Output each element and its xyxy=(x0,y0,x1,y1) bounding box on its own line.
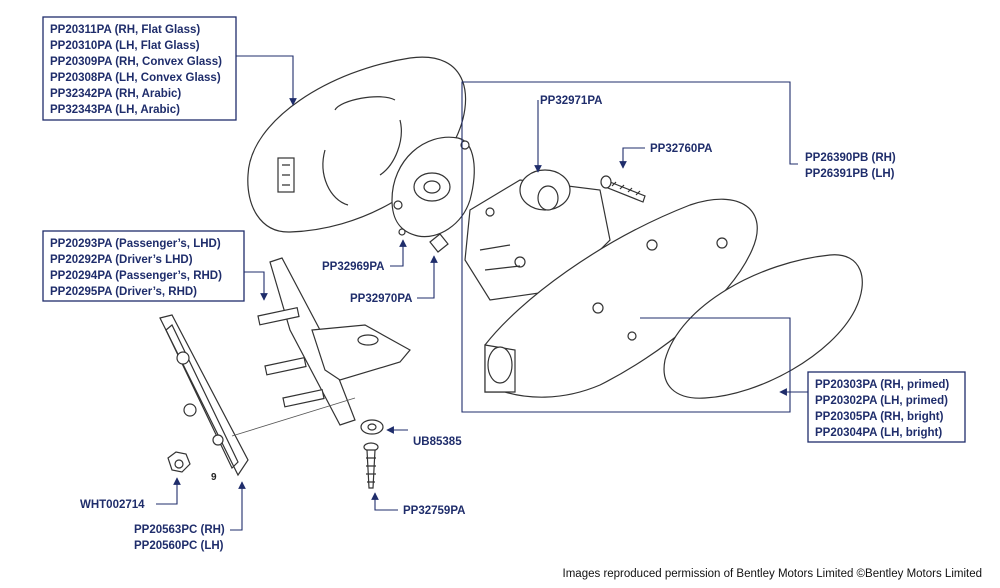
box-line: PP20302PA (LH, primed) xyxy=(815,395,948,407)
box-line: PP20295PA (Driver’s, RHD) xyxy=(50,286,197,298)
leader-base xyxy=(243,271,268,301)
screw-top-drawing xyxy=(600,175,646,203)
box-line: PP20311PA (RH, Flat Glass) xyxy=(50,24,200,36)
callout-plate: PP32969PA xyxy=(322,261,384,273)
callout-nut: WHT002714 xyxy=(80,499,145,511)
box-line: PP20292PA (Driver’s LHD) xyxy=(50,254,193,266)
leader-lines xyxy=(156,55,808,531)
quantity-number: 9 xyxy=(211,472,217,483)
washer-drawing xyxy=(360,419,384,435)
cover-drawing xyxy=(663,254,863,399)
box-line: PP20305PA (RH, bright) xyxy=(815,411,944,423)
leader-mirror-glass xyxy=(236,55,297,106)
callout-washer: UB85385 xyxy=(413,436,462,448)
housing-drawing xyxy=(484,198,758,398)
callout-housing-rh: PP26390PB (RH) xyxy=(805,152,896,164)
callout-screw-top: PP32760PA xyxy=(650,143,712,155)
callout-motor: PP32971PA xyxy=(540,95,602,107)
leader-screw-bottom xyxy=(371,492,398,511)
box-line: PP20308PA (LH, Convex Glass) xyxy=(50,72,221,84)
box-line: PP20304PA (LH, bright) xyxy=(815,427,942,439)
callout-housing-lh: PP26391PB (LH) xyxy=(805,168,895,180)
mirror-glass-label-box: PP20311PA (RH, Flat Glass) PP20310PA (LH… xyxy=(42,16,237,121)
callout-clip: PP32970PA xyxy=(350,293,412,305)
leader-nut xyxy=(156,477,181,505)
leader-gasket xyxy=(230,481,246,531)
box-line: PP32343PA (LH, Arabic) xyxy=(50,104,180,116)
box-line: PP20309PA (RH, Convex Glass) xyxy=(50,56,222,68)
callout-gasket-rh: PP20563PC (RH) xyxy=(134,524,225,536)
box-line: PP32342PA (RH, Arabic) xyxy=(50,88,181,100)
leader-screw-top xyxy=(619,147,645,169)
copyright-credit: Images reproduced permission of Bentley … xyxy=(562,568,982,580)
callout-gasket-lh: PP20560PC (LH) xyxy=(134,540,224,552)
base-label-box: PP20293PA (Passenger’s, LHD) PP20292PA (… xyxy=(42,230,245,302)
nut-drawing xyxy=(167,451,191,473)
leader-housing xyxy=(461,81,798,413)
box-line: PP20303PA (RH, primed) xyxy=(815,379,949,391)
actuator-plate-drawing xyxy=(391,136,475,253)
leader-plate xyxy=(390,239,407,267)
cover-label-box: PP20303PA (RH, primed) PP20302PA (LH, pr… xyxy=(807,371,966,443)
callout-screw-bottom: PP32759PA xyxy=(403,505,465,517)
box-line: PP20310PA (LH, Flat Glass) xyxy=(50,40,200,52)
gasket-drawing xyxy=(159,314,249,477)
box-line: PP20293PA (Passenger’s, LHD) xyxy=(50,238,221,250)
box-line: PP20294PA (Passenger’s, RHD) xyxy=(50,270,222,282)
screw-bottom-drawing xyxy=(363,442,379,489)
leader-clip xyxy=(417,255,438,299)
exploded-axis-line xyxy=(231,397,356,437)
mount-base-drawing xyxy=(257,257,411,426)
